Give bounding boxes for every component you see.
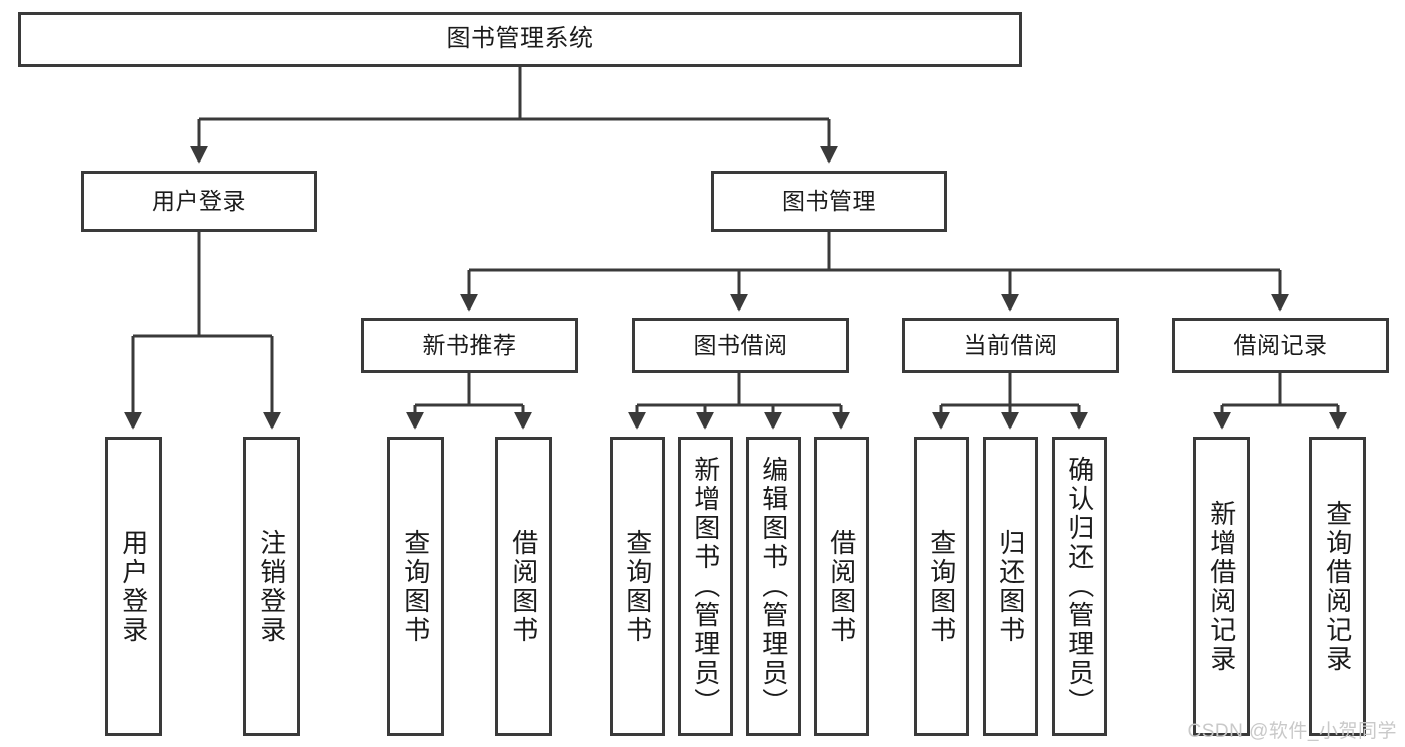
node-new-book-recommend-label: 新书推荐: [422, 331, 517, 358]
leaf-query-book-1-label: 查询图书: [400, 528, 431, 645]
node-book-management-label: 图书管理: [782, 187, 876, 214]
node-current-borrow[interactable]: 当前借阅: [902, 318, 1119, 373]
leaf-edit-book-admin-label: 编辑图书（管理员）: [758, 456, 789, 717]
leaf-add-borrow-record[interactable]: 新增借阅记录: [1193, 437, 1250, 736]
leaf-borrow-book-2[interactable]: 借阅图书: [814, 437, 869, 736]
node-book-borrow[interactable]: 图书借阅: [632, 318, 849, 373]
node-user-login-label: 用户登录: [152, 187, 246, 214]
leaf-user-login[interactable]: 用户登录: [105, 437, 162, 736]
node-root-system-label: 图书管理系统: [446, 25, 594, 53]
leaf-return-book[interactable]: 归还图书: [983, 437, 1038, 736]
leaf-query-book-1[interactable]: 查询图书: [387, 437, 444, 736]
leaf-user-login-label: 用户登录: [118, 528, 149, 645]
leaf-query-borrow-record[interactable]: 查询借阅记录: [1309, 437, 1366, 736]
leaf-query-borrow-record-label: 查询借阅记录: [1322, 499, 1353, 674]
node-borrow-record-label: 借阅记录: [1233, 331, 1328, 358]
node-root-system[interactable]: 图书管理系统: [18, 12, 1022, 67]
leaf-return-book-label: 归还图书: [995, 528, 1026, 645]
leaf-add-borrow-record-label: 新增借阅记录: [1206, 499, 1237, 674]
leaf-query-book-2[interactable]: 查询图书: [610, 437, 665, 736]
leaf-add-book-admin-label: 新增图书（管理员）: [690, 456, 721, 717]
leaf-add-book-admin[interactable]: 新增图书（管理员）: [678, 437, 733, 736]
leaf-confirm-return-admin[interactable]: 确认归还（管理员）: [1052, 437, 1107, 736]
node-book-management[interactable]: 图书管理: [711, 171, 947, 232]
leaf-query-book-3-label: 查询图书: [926, 528, 957, 645]
leaf-logout-label: 注销登录: [256, 528, 287, 645]
leaf-logout[interactable]: 注销登录: [243, 437, 300, 736]
node-new-book-recommend[interactable]: 新书推荐: [361, 318, 578, 373]
leaf-confirm-return-admin-label: 确认归还（管理员）: [1064, 456, 1095, 717]
node-user-login[interactable]: 用户登录: [81, 171, 317, 232]
leaf-edit-book-admin[interactable]: 编辑图书（管理员）: [746, 437, 801, 736]
node-borrow-record[interactable]: 借阅记录: [1172, 318, 1389, 373]
leaf-query-book-3[interactable]: 查询图书: [914, 437, 969, 736]
leaf-query-book-2-label: 查询图书: [622, 528, 653, 645]
leaf-borrow-book-1-label: 借阅图书: [508, 528, 539, 645]
leaf-borrow-book-1[interactable]: 借阅图书: [495, 437, 552, 736]
node-current-borrow-label: 当前借阅: [963, 331, 1058, 358]
csdn-watermark: CSDN @软件_小贺同学: [1187, 721, 1397, 742]
leaf-borrow-book-2-label: 借阅图书: [826, 528, 857, 645]
node-book-borrow-label: 图书借阅: [693, 331, 788, 358]
